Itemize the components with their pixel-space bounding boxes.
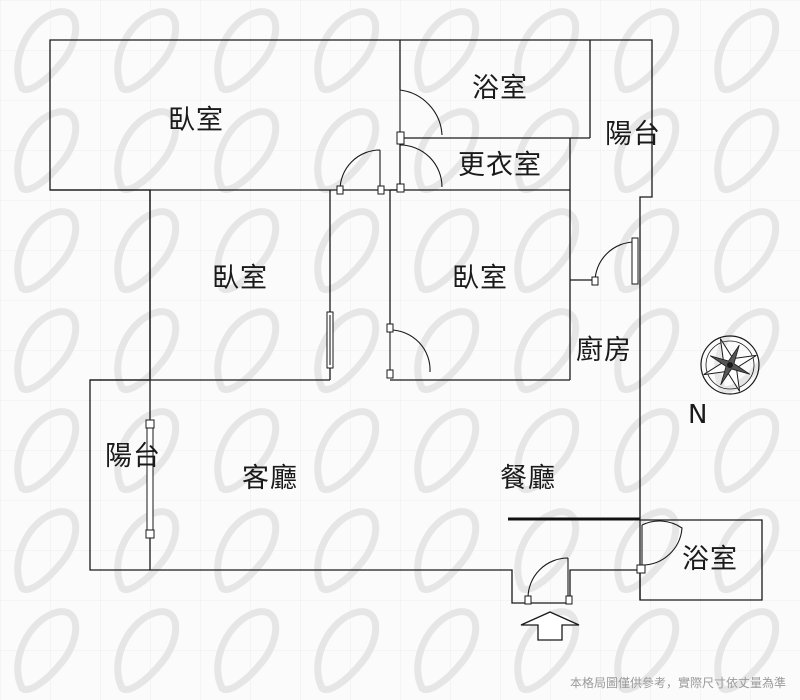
door-bath-bottom-jamb xyxy=(636,564,646,574)
door-entrance-jamb-left xyxy=(524,595,532,605)
compass-north-label: N xyxy=(688,400,708,430)
room-label-bedroom-mid-right: 臥室 xyxy=(452,263,508,294)
entrance-arrow-icon xyxy=(520,611,580,641)
room-label-bath-top: 浴室 xyxy=(472,73,528,104)
door-bath-bottom xyxy=(641,520,683,570)
door-bedroom-top xyxy=(339,149,381,191)
door-bedroom-mid-right xyxy=(389,329,431,373)
window-living-balcony-end-top xyxy=(145,419,155,429)
room-label-bedroom-mid-left: 臥室 xyxy=(212,263,268,294)
door-kitchen-balcony-jamb xyxy=(631,237,639,285)
walls xyxy=(49,39,763,604)
room-label-bath-bottom: 浴室 xyxy=(682,544,738,575)
door-closet-jamb xyxy=(396,131,405,145)
door-closet-jamb-lower xyxy=(396,183,405,193)
room-label-kitchen: 廚房 xyxy=(576,335,632,366)
room-label-closet: 更衣室 xyxy=(458,150,542,181)
door-bedroom-top-jamb xyxy=(336,185,344,195)
windows xyxy=(145,311,334,539)
door-bedroom-mid-right-jamb-bottom xyxy=(386,369,394,379)
doors xyxy=(336,89,683,605)
door-bath-top xyxy=(399,89,443,138)
room-label-living-room: 客廳 xyxy=(242,463,298,494)
door-bedroom-top-jamb-right xyxy=(377,185,385,195)
door-kitchen-balcony-jamb-left xyxy=(591,276,599,286)
room-label-balcony-left: 陽台 xyxy=(105,441,161,472)
room-label-dining-room: 餐廳 xyxy=(500,463,556,494)
door-entrance xyxy=(527,557,569,600)
disclaimer-text: 本格局圖僅供參考，實際尺寸依丈量為準 xyxy=(569,676,786,690)
door-bedroom-mid-right-jamb xyxy=(386,323,394,333)
room-label-balcony-right: 陽台 xyxy=(605,119,661,150)
door-closet xyxy=(399,144,443,188)
room-label-bedroom-top: 臥室 xyxy=(168,105,224,136)
window-living-balcony-end-bottom xyxy=(145,529,155,539)
door-entrance-jamb-right xyxy=(565,595,573,605)
compass-icon xyxy=(700,335,760,395)
